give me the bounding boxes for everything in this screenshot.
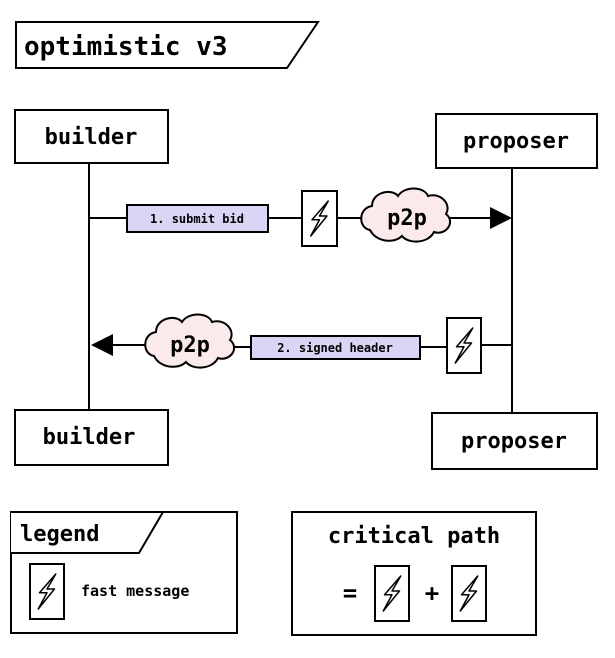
builder-bottom-label: builder	[43, 425, 136, 450]
arrowhead-left	[91, 334, 113, 356]
lightning-icon	[374, 565, 410, 622]
critical-path-box: critical path = +	[291, 511, 537, 636]
critical-path-frame	[291, 511, 537, 636]
lightning-icon	[451, 565, 487, 622]
title-box: optimistic v3	[15, 21, 320, 69]
legend-title-tab	[11, 511, 165, 554]
legend-title: legend	[20, 522, 99, 547]
submit-bid-label: 1. submit bid	[150, 212, 244, 226]
arrowhead-right	[490, 207, 512, 229]
builder-bottom-box	[14, 409, 169, 466]
builder-bottom-node: builder	[14, 409, 169, 466]
p2p-cloud-top: p2p	[360, 187, 452, 243]
proposer-bottom-label: proposer	[461, 429, 567, 454]
builder-top-label: builder	[45, 125, 138, 150]
submit-bid-label-box	[126, 204, 269, 233]
lightning-icon	[29, 563, 65, 620]
builder-top-node: builder	[14, 109, 169, 164]
proposer-top-box	[435, 113, 598, 169]
critical-path-title: critical path	[328, 524, 500, 549]
proposer-bottom-box	[431, 412, 598, 470]
p2p-bottom-label: p2p	[170, 333, 210, 358]
p2p-cloud-bottom: p2p	[144, 313, 236, 369]
p2p-top-label: p2p	[387, 206, 427, 231]
title-box-shape	[15, 21, 320, 69]
signed-header-label: 2. signed header	[277, 341, 393, 355]
lightning-icon	[446, 317, 482, 374]
builder-top-box	[14, 109, 169, 164]
legend-fast-message-label: fast message	[81, 582, 189, 600]
equals-sign: =	[343, 579, 357, 607]
title-text: optimistic v3	[24, 32, 228, 62]
message-signed-header: p2p 2. signed header	[91, 313, 512, 374]
proposer-bottom-node: proposer	[431, 412, 598, 470]
legend-box: legend fast message	[10, 511, 238, 634]
proposer-top-node: proposer	[435, 113, 598, 169]
proposer-top-label: proposer	[463, 129, 569, 154]
message-submit-bid: 1. submit bid p2p	[89, 187, 512, 247]
plus-sign: +	[425, 579, 439, 607]
lightning-icon	[301, 190, 338, 247]
